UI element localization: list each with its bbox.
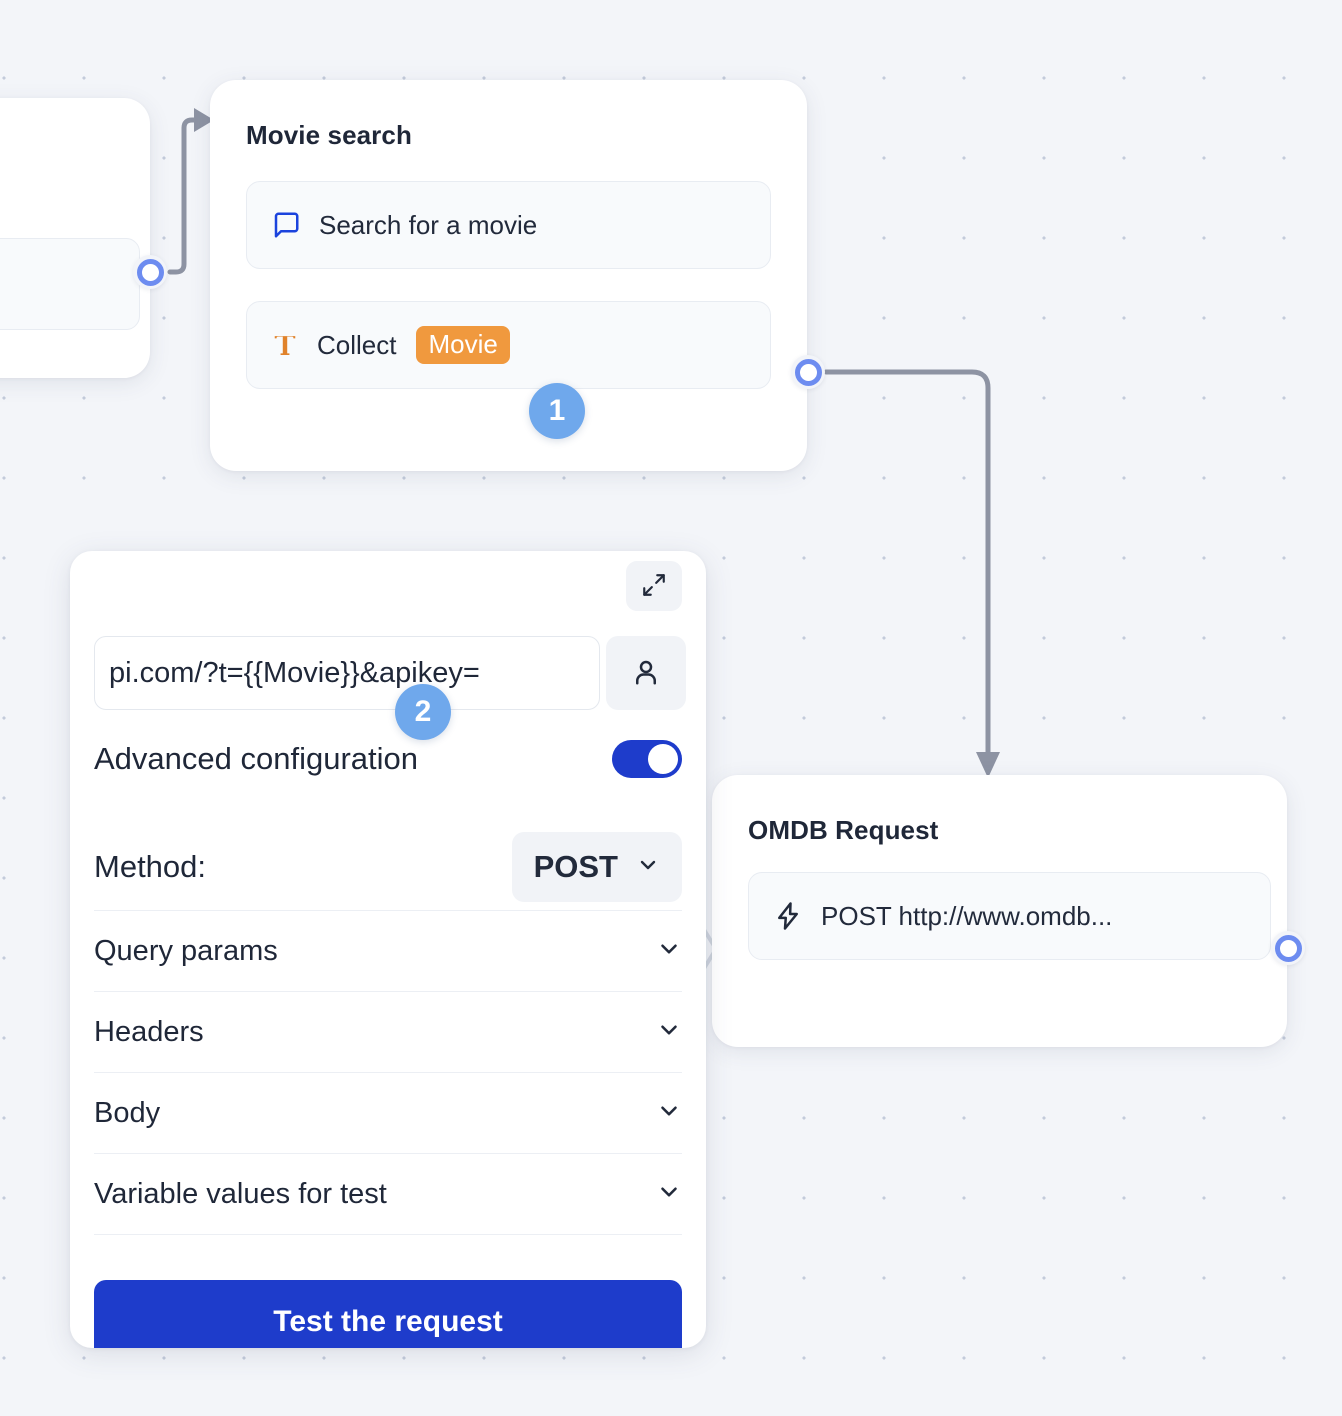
node-omdb-request[interactable]: OMDB Request POST http://www.omdb...	[712, 775, 1287, 1047]
accordion-item-variable-values-for-test[interactable]: Variable values for test	[94, 1153, 682, 1234]
request-sections-accordion: Query params Headers Body	[94, 910, 682, 1235]
edge-movie-to-omdb	[823, 369, 991, 755]
person-icon	[631, 657, 661, 690]
node-row-label: Collect	[317, 329, 397, 360]
node-row-label: POST http://www.omdb...	[821, 900, 1113, 931]
variable-tag-movie[interactable]: Movie	[416, 326, 510, 364]
chevron-down-icon	[656, 936, 682, 967]
url-row	[94, 636, 686, 710]
accordion-item-query-params[interactable]: Query params	[94, 910, 682, 991]
method-label: Method:	[94, 849, 207, 884]
chevron-down-icon	[636, 849, 660, 885]
connector-handle-partial-output[interactable]	[133, 255, 167, 289]
step-badge-2: 2	[395, 684, 451, 740]
accordion-label: Body	[94, 1096, 161, 1129]
lightning-bolt-icon	[773, 901, 803, 931]
request-url-input[interactable]	[94, 636, 600, 710]
node-row-post-request[interactable]: POST http://www.omdb...	[748, 872, 1271, 960]
expand-diagonal-icon	[641, 572, 667, 601]
partial-node-row[interactable]	[0, 238, 140, 330]
speech-bubble-icon	[271, 210, 301, 240]
partial-node-left[interactable]	[0, 98, 150, 378]
chevron-down-icon	[656, 1098, 682, 1129]
method-row: Method: POST	[94, 832, 682, 902]
method-value: POST	[533, 849, 618, 884]
accordion-label: Headers	[94, 1015, 204, 1048]
request-config-panel: Advanced configuration Method: POST Quer…	[70, 551, 706, 1348]
method-select-dropdown[interactable]: POST	[511, 832, 682, 902]
advanced-configuration-toggle[interactable]	[612, 740, 682, 778]
chevron-down-icon	[656, 1179, 682, 1210]
step-badge-1: 1	[529, 383, 585, 439]
node-title-movie-search: Movie search	[246, 120, 412, 150]
accordion-label: Variable values for test	[94, 1177, 387, 1210]
node-title-omdb-request: OMDB Request	[748, 815, 939, 845]
node-row-label: Search for a movie	[319, 209, 538, 240]
connector-handle-omdb-output[interactable]	[1271, 931, 1305, 965]
connector-handle-movie-output[interactable]	[791, 355, 825, 389]
edge-partial-to-movie	[167, 117, 199, 275]
node-row-collect-movie[interactable]: Collect Movie	[246, 301, 771, 389]
accordion-item-body[interactable]: Body	[94, 1072, 682, 1153]
node-row-search-for-a-movie[interactable]: Search for a movie	[246, 181, 771, 269]
text-t-icon	[271, 331, 299, 359]
accordion-item-headers[interactable]: Headers	[94, 991, 682, 1072]
node-movie-search[interactable]: Movie search Search for a movie Collect …	[210, 80, 807, 471]
advanced-configuration-label: Advanced configuration	[94, 741, 419, 776]
auth-person-icon-button[interactable]	[606, 636, 686, 710]
advanced-configuration-row: Advanced configuration	[94, 740, 682, 778]
accordion-label: Query params	[94, 934, 278, 967]
expand-diagonal-icon-button[interactable]	[626, 561, 682, 611]
chevron-down-icon	[656, 1017, 682, 1048]
accordion-bottom-divider	[94, 1234, 682, 1235]
test-the-request-button[interactable]: Test the request	[94, 1280, 682, 1348]
